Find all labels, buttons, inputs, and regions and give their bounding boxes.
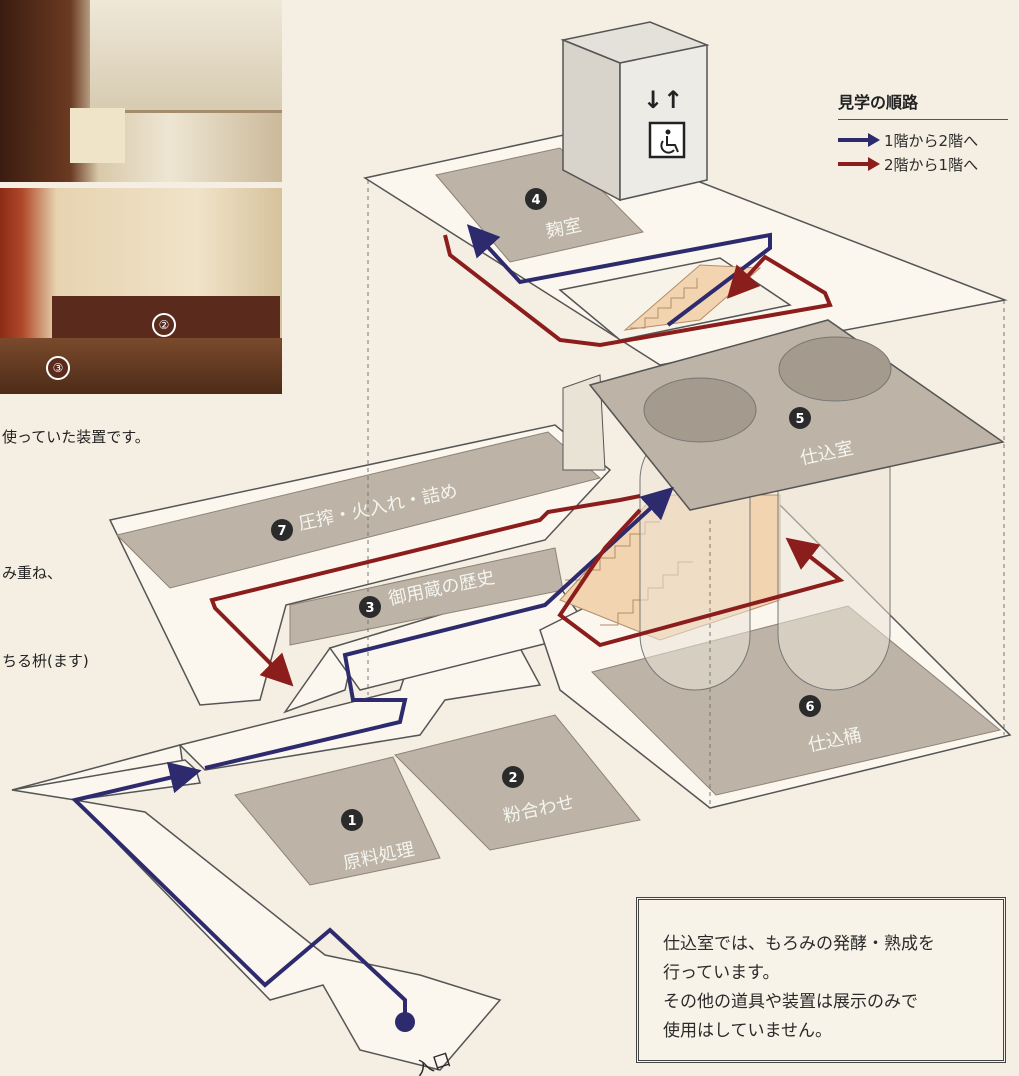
legend-item-down: 2階から1階へ — [838, 152, 1008, 176]
route-legend: 見学の順路 1階から2階へ 2階から1階へ — [838, 89, 1008, 176]
photo-press: ② ③ — [0, 188, 282, 394]
entrance-dot — [395, 1012, 415, 1032]
side-text-1: 使っていた装置です。 — [2, 428, 150, 446]
photo-tank-stand — [70, 108, 125, 163]
note-box: 仕込室では、もろみの発酵・熟成を 行っています。 その他の道具や装置は展示のみで… — [636, 897, 1006, 1063]
arrow-right-icon — [838, 133, 882, 147]
tank-top-left — [643, 377, 757, 443]
route-down-press — [209, 494, 641, 687]
route-up-middle — [204, 486, 674, 770]
room-3-number: 3 — [365, 601, 374, 616]
route-down-upper — [443, 234, 833, 348]
photo-tank — [0, 0, 282, 182]
elevator-arrows: ↓↑ — [643, 86, 683, 114]
room-2-number: 2 — [508, 771, 517, 786]
entrance-corridor — [72, 798, 502, 1071]
tank-top-right — [778, 336, 892, 402]
elevator: ↓↑ — [560, 21, 710, 202]
arrow-right-icon — [838, 157, 882, 171]
room-5-number: 5 — [795, 412, 804, 427]
room-1-floor — [234, 756, 441, 886]
legend-title: 見学の順路 — [838, 89, 1008, 120]
note-line-1: 仕込室では、もろみの発酵・熟成を — [663, 934, 935, 954]
photo-badge-3: ③ — [46, 356, 70, 380]
room-5-wall — [562, 374, 606, 471]
photo-badge-2: ② — [152, 313, 176, 337]
wheelchair-icon-head — [665, 129, 671, 135]
legend-item-up: 1階から2階へ — [838, 128, 1008, 152]
wheelchair-icon-wheel — [660, 140, 675, 154]
upper-stair-steps — [630, 278, 698, 329]
room-7-floor — [116, 431, 602, 589]
side-text-2: み重ね、 — [2, 564, 63, 582]
note-line-4: 使用はしていません。 — [663, 1021, 832, 1041]
route-down-tank — [557, 508, 845, 648]
legend-label-down: 2階から1階へ — [884, 155, 979, 174]
room-6-number: 6 — [805, 700, 814, 715]
support-dashes — [367, 180, 1005, 805]
room-1-number: 1 — [347, 814, 356, 829]
route-up-entrance — [70, 761, 407, 1022]
room-7-number: 7 — [277, 524, 286, 539]
note-line-2: 行っています。 — [663, 963, 780, 983]
legend-label-up: 1階から2階へ — [884, 131, 979, 150]
room-4-number: 4 — [531, 193, 540, 208]
note-line-3: その他の道具や装置は展示のみで — [663, 992, 918, 1012]
middle-corridor — [178, 647, 542, 771]
photo-tank-body — [90, 0, 282, 113]
routes — [70, 224, 845, 1022]
wheelchair-icon-body — [666, 136, 679, 153]
side-text-3: ちる枡(ます) — [2, 652, 89, 670]
